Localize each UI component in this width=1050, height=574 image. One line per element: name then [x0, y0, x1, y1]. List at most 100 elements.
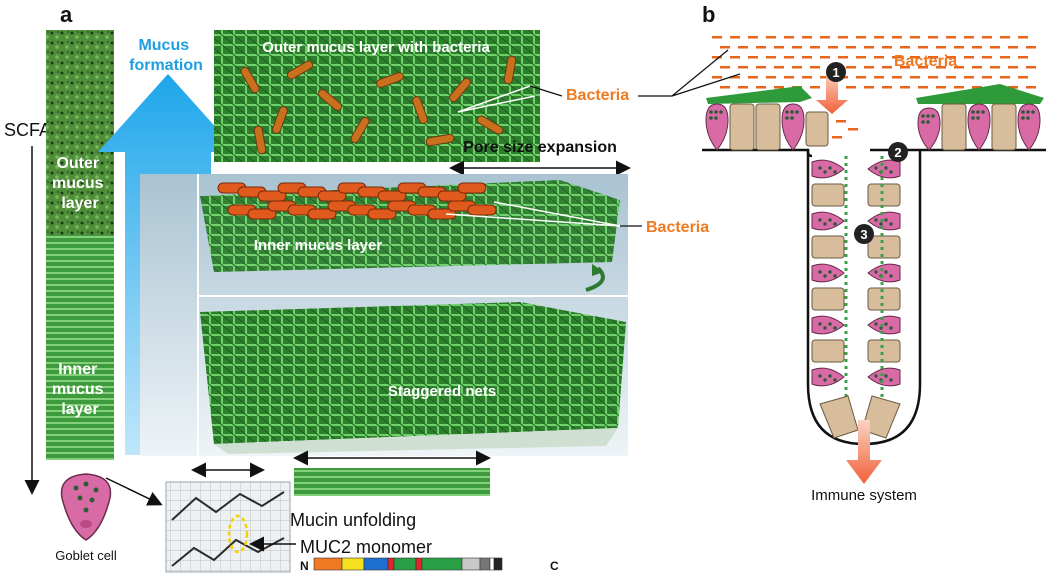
mucin-granule: [874, 374, 878, 378]
bacterium-dash: [730, 36, 740, 39]
bacterium-dash: [900, 46, 910, 49]
bacterium-dash: [910, 36, 920, 39]
mucin-granule: [833, 274, 837, 278]
mucin-granule: [823, 274, 827, 278]
bacterium-dash: [864, 66, 874, 69]
muc2-domain-3: [387, 557, 395, 571]
bacteria-pointer-1c: [529, 85, 563, 97]
bacteria-label-2: Bacteria: [646, 219, 709, 236]
bacterium-dash: [982, 36, 992, 39]
enterocyte-crypt: [867, 235, 901, 259]
bacterium-dash: [838, 36, 848, 39]
outer-rod-bacterium: [350, 116, 370, 144]
bacterium-dash: [828, 46, 838, 49]
enterocyte-crypt: [867, 339, 901, 363]
bacterium-dash: [874, 76, 884, 79]
bacterium-dash: [802, 36, 812, 39]
bacterium-dash: [1026, 46, 1036, 49]
mucin-granule: [828, 270, 832, 274]
bacterium-dash: [946, 36, 956, 39]
mucin-granule: [1021, 116, 1025, 120]
bacterium-dash: [856, 36, 866, 39]
mucin-granule: [874, 166, 878, 170]
outer-layer-image: Outer mucus layer with bacteria: [214, 30, 540, 162]
mucus-strip: Outer mucus layer Inner mucus layer: [46, 30, 114, 460]
mucin-granule: [874, 322, 878, 326]
bacterium-dash: [784, 56, 794, 59]
goblet-cell-crypt: [811, 263, 845, 283]
mucin-granule: [884, 270, 888, 274]
bacterium-dash: [964, 76, 974, 79]
mucin-granule: [790, 116, 794, 120]
bacterium-dash: [964, 56, 974, 59]
inner-strip: [46, 235, 114, 460]
arrow-step-1: [816, 72, 848, 114]
bacterium-dash: [882, 46, 892, 49]
bacterium-dash: [882, 66, 892, 69]
goblet-cell-crypt: [811, 159, 845, 179]
bacterium-dash: [892, 76, 902, 79]
mucin-granule: [926, 120, 930, 124]
muc2-domain-10: [493, 557, 503, 571]
enterocyte-crypt: [811, 339, 845, 363]
bacterium-dash: [928, 56, 938, 59]
goblet-cell-crypt: [867, 263, 901, 283]
bacterium-dash: [928, 76, 938, 79]
mucin-granule: [823, 326, 827, 330]
bacterium-dash: [720, 66, 730, 69]
mucin-granule: [889, 326, 893, 330]
mucin-granule: [785, 110, 789, 114]
mucin-granule: [921, 114, 925, 118]
bacterium-dash: [918, 86, 928, 89]
muc2-domain-0: [313, 557, 343, 571]
bacterium-dash: [820, 56, 830, 59]
mucin-granule: [823, 170, 827, 174]
bacterium-dash: [864, 46, 874, 49]
bacterium-dash: [918, 46, 928, 49]
bacteria-dashes: [712, 36, 1036, 139]
outer-rod-bacterium: [286, 60, 314, 80]
bacterium-dash: [946, 76, 956, 79]
crypt-base-cell-2: [861, 395, 901, 439]
mucin-granule: [828, 218, 832, 222]
bacterium-dash: [900, 86, 910, 89]
mucin-granule: [884, 374, 888, 378]
bacterium-dash: [1026, 86, 1036, 89]
scfa-label: SCFA: [4, 120, 51, 140]
bacterium-dash: [990, 66, 1000, 69]
bacterium-dash: [856, 76, 866, 79]
mucin-granule: [1026, 116, 1030, 120]
goblet-cell-label: Goblet cell: [55, 548, 117, 563]
c-terminus-label: C: [550, 559, 559, 573]
mucin-granule: [818, 270, 822, 274]
mucin-granule: [828, 166, 832, 170]
bacterium-dash: [810, 66, 820, 69]
mucin-granule: [874, 218, 878, 222]
enterocyte: [755, 103, 781, 151]
bacterium-dash: [774, 86, 784, 89]
staggered-nets-label: Staggered nets: [388, 383, 496, 400]
bacterium-dash: [720, 86, 730, 89]
bacterium-dash: [1018, 56, 1028, 59]
bacterium-dash: [1026, 66, 1036, 69]
outer-rod-bacterium: [425, 133, 455, 147]
mucin-granule: [981, 110, 985, 114]
single-net-strip: [294, 468, 490, 496]
bacterium-dash: [846, 66, 856, 69]
bacterium-dash: [874, 36, 884, 39]
outer-layer-title: Outer mucus layer with bacteria: [262, 39, 490, 56]
bacterium-dash: [928, 36, 938, 39]
goblet-cell-surface: [1017, 103, 1041, 151]
bacterium-dash: [730, 76, 740, 79]
strip-outer-label: Outer mucus layer: [52, 155, 108, 212]
bacterium-dash: [946, 56, 956, 59]
bacterium-dash: [802, 56, 812, 59]
inner-bacteria: [217, 182, 497, 220]
bacteria-link-b: [671, 73, 741, 97]
mucin-granule: [1021, 110, 1025, 114]
goblet-cell-surface: [705, 103, 729, 151]
bacterium-dash: [820, 36, 830, 39]
crypt-mucus-lining: [844, 156, 884, 400]
mucin-granule: [818, 322, 822, 326]
